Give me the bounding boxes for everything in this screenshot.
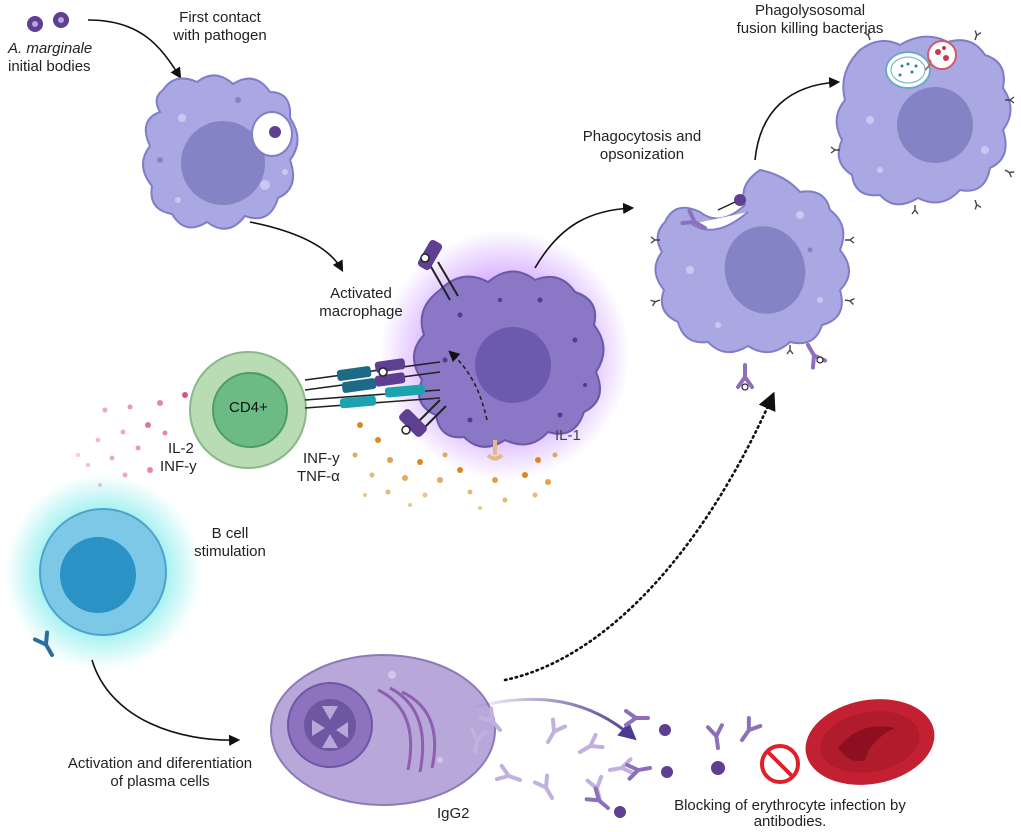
opsonized-bacterium-antibody-icon [680,194,746,237]
surface-antibodies-icon [649,236,856,391]
tcr-mhc-complex-icon [304,358,441,409]
b-cell-label-1: B cell [211,525,249,542]
initial-bodies-label-rest: initial bodies [8,58,91,75]
plasma-label-2: of plasma cells [110,773,210,790]
cd4-t-cell [189,351,307,469]
blocking-sign-icon [760,744,800,784]
macrophage-first-contact [142,74,299,230]
initial-bodies-icon [27,12,69,32]
blocking-label-1: Blocking of erythrocyte infection by [674,797,906,814]
arrow-igg2-release [469,697,637,741]
initial-bodies-label-name: A. marginale [8,40,93,57]
il1-receptor-icon [486,440,504,461]
erythrocyte-icon [805,699,935,785]
arrow-initial-to-macrophage [87,19,182,79]
igg2-antibodies-icon [466,706,635,804]
b-cell [39,508,167,636]
plasma-cell [270,654,496,806]
infy-tnfa-il1-cytokine-dots [352,422,558,510]
phagolysosome-macrophage [830,29,1015,215]
arrow-plasma-to-macrophage-dotted [503,391,776,682]
receptor-top-icon [417,239,459,301]
blocking-label-2: antibodies. [753,813,827,830]
tnfa-label: TNF-α [297,468,340,485]
arrow-bcell-to-plasma [91,659,241,746]
infy-center-label: INF-y [303,450,340,467]
receptor-bottom-icon [399,399,447,437]
b-cell-label-2: stimulation [194,543,266,560]
il1-label: IL-1 [555,427,581,444]
phagocytosis-label-2: opsonization [599,146,685,163]
arrow-activated-to-phagocytosis [534,202,635,269]
arrow-macrophage-to-activated [249,221,344,272]
activated-macrophage-label-1: Activated [330,285,392,302]
cd4-label: CD4+ [229,399,268,416]
phagolysosome-label-1: Phagolysosomal [754,2,866,19]
activated-macrophage [413,270,605,448]
arrow-phagocytosis-to-phagolysosome [754,76,841,161]
activated-macrophage-label-2: macrophage [319,303,403,320]
igg2-label: IgG2 [437,805,470,822]
phagolysosome-label-2: fusion killing bacterias [736,20,884,37]
first-contact-label-1: First contact [179,9,261,26]
phagocytosis-label-1: Phagocytosis and [582,128,702,145]
antibody-bound-bacteria-icon [584,709,673,818]
first-contact-label-2: with pathogen [173,27,267,44]
il2-label: IL-2 [168,440,194,457]
infy-left-label: INF-y [160,458,197,475]
plasma-label-1: Activation and diferentiation [67,755,253,772]
phagocytosing-macrophage [654,168,850,353]
blocking-antibody-icon [706,715,763,775]
